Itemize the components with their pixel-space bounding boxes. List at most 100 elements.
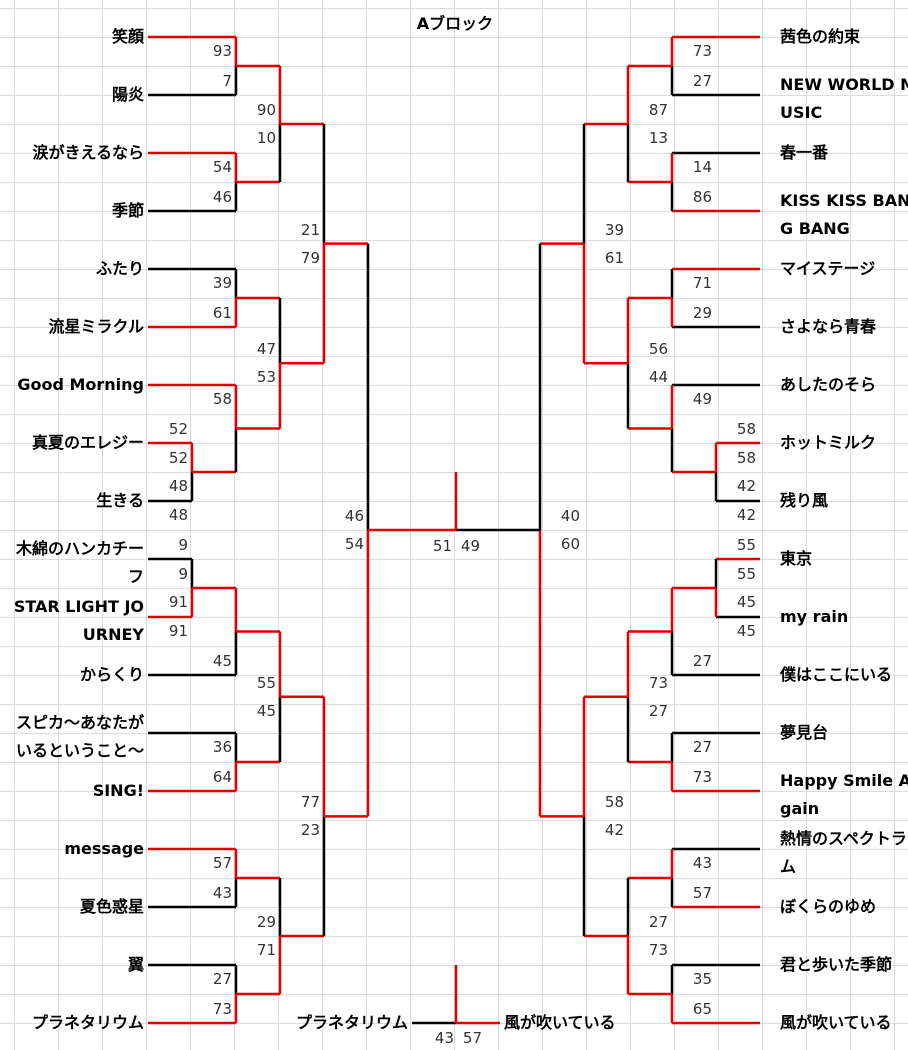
left-entry-score: 27	[212, 970, 232, 988]
right-entry-name: 春一番	[780, 143, 829, 162]
left-entry-score: 93	[212, 42, 232, 60]
left-round-score: 9	[178, 565, 188, 583]
left-entry-score: 9	[178, 536, 188, 554]
left-entry-name: 真夏のエレジー	[31, 433, 144, 452]
right-round-score: 73	[648, 673, 668, 692]
left-entry-score: 48	[168, 506, 188, 524]
right-entry-name: 夢見台	[780, 723, 829, 742]
right-entry-name: Happy Smile Again	[780, 771, 908, 818]
left-entry-score: 57	[212, 854, 232, 872]
left-entry-score: 46	[212, 188, 232, 206]
left-round-score: 46	[344, 507, 364, 525]
left-entry-name: ふたり	[95, 259, 144, 278]
left-round-score: 90	[256, 101, 276, 119]
left-entry-score: 7	[222, 72, 232, 90]
left-round-score: 45	[256, 701, 276, 720]
final-score-left: 51	[432, 537, 452, 555]
right-round-score: 55	[736, 565, 756, 583]
left-round-score: 29	[256, 913, 276, 931]
left-entry-name: 季節	[111, 201, 144, 220]
right-round-score: 61	[604, 248, 624, 267]
left-entry-name: スピカ～あなたがいるということ～	[15, 713, 144, 760]
left-entry-score: 43	[212, 884, 232, 902]
right-entry-score: 71	[692, 274, 712, 292]
right-entry-score: 73	[692, 768, 712, 786]
left-entry-name: Good Morning	[17, 375, 144, 394]
right-entry-score: 27	[692, 72, 712, 90]
left-entry-score: 52	[168, 420, 188, 438]
right-entry-score: 45	[736, 622, 756, 640]
right-round-score: 42	[604, 821, 624, 840]
left-round-score: 10	[256, 129, 276, 147]
right-entry-score: 14	[692, 158, 712, 176]
left-round-score: 71	[256, 941, 276, 959]
right-entry-name: ぼくらのゆめ	[780, 897, 877, 916]
left-entry-score: 73	[212, 1000, 232, 1018]
left-round-score: 47	[256, 340, 276, 359]
left-round-score: 21	[300, 220, 320, 239]
right-round-score: 87	[648, 101, 668, 119]
right-entry-name: 茜色の約束	[780, 27, 861, 46]
right-entry-name: KISS KISS BANG BANG	[780, 191, 908, 238]
right-entry-name: NEW WORLD MUSIC	[780, 75, 908, 122]
right-entry-score: 73	[692, 42, 712, 60]
right-round-score: 40	[560, 507, 580, 525]
third-place-left-name: プラネタリウム	[295, 1013, 408, 1032]
right-entry-name: マイステージ	[780, 259, 876, 278]
right-entry-name: さよなら青春	[780, 317, 877, 336]
third-place-right-name: 風が吹いている	[504, 1013, 616, 1032]
left-entry-name: 陽炎	[111, 85, 144, 104]
right-entry-name: 熱情のスペクトラム	[780, 829, 907, 876]
left-entry-name: 生きる	[96, 491, 144, 510]
right-entry-score: 29	[692, 304, 712, 322]
right-round-score: 27	[648, 701, 668, 720]
right-round-score: 56	[648, 340, 668, 359]
left-entry-name: 涙がきえるなら	[32, 143, 144, 162]
left-entry-name: 翼	[127, 955, 144, 974]
right-round-score: 27	[648, 913, 668, 931]
right-entry-name: my rain	[780, 607, 849, 626]
left-round-score: 23	[300, 821, 320, 840]
right-round-score: 39	[604, 220, 624, 239]
right-round-score: 73	[648, 941, 668, 959]
left-entry-score: 58	[212, 390, 232, 408]
right-entry-name: 君と歩いた季節	[780, 955, 893, 974]
left-round-score: 79	[300, 248, 320, 267]
left-entry-score: 45	[212, 652, 232, 670]
left-round-score: 55	[256, 673, 276, 692]
right-entry-name: 僕はここにいる	[780, 665, 893, 684]
third-place-left-score: 43	[434, 1029, 454, 1047]
left-round-score: 52	[168, 449, 188, 467]
right-entry-name: 残り風	[780, 491, 829, 510]
right-entry-score: 42	[736, 506, 756, 524]
left-entry-score: 61	[212, 304, 232, 322]
right-entry-score: 27	[692, 738, 712, 756]
right-entry-score: 86	[692, 188, 712, 206]
left-entry-score: 64	[212, 768, 232, 786]
left-entry-name: プラネタリウム	[31, 1013, 144, 1032]
right-entry-name: 東京	[780, 549, 813, 568]
left-round-score: 54	[344, 535, 364, 553]
right-entry-score: 55	[736, 536, 756, 554]
left-entry-name: STAR LIGHT JOURNEY	[13, 597, 144, 644]
right-round-score: 58	[604, 793, 624, 812]
left-round-score: 91	[168, 593, 188, 611]
left-entry-score: 39	[212, 274, 232, 292]
right-round-score: 45	[736, 593, 756, 611]
third-place-right-score: 57	[462, 1029, 482, 1047]
left-round-score: 48	[168, 477, 188, 495]
left-entry-name: message	[64, 839, 144, 858]
right-entry-score: 65	[692, 1000, 712, 1018]
right-round-score: 42	[736, 477, 756, 495]
right-entry-score: 49	[692, 390, 712, 408]
right-entry-score: 57	[692, 884, 712, 902]
left-entry-name: 流星ミラクル	[48, 317, 144, 336]
left-round-score: 77	[300, 793, 320, 812]
left-entry-score: 54	[212, 158, 232, 176]
right-round-score: 60	[560, 535, 580, 553]
left-entry-score: 36	[212, 738, 232, 756]
left-entry-name: 木綿のハンカチーフ	[15, 539, 144, 586]
right-entry-score: 43	[692, 854, 712, 872]
right-entry-score: 58	[736, 420, 756, 438]
block-title: Aブロック	[416, 14, 494, 33]
